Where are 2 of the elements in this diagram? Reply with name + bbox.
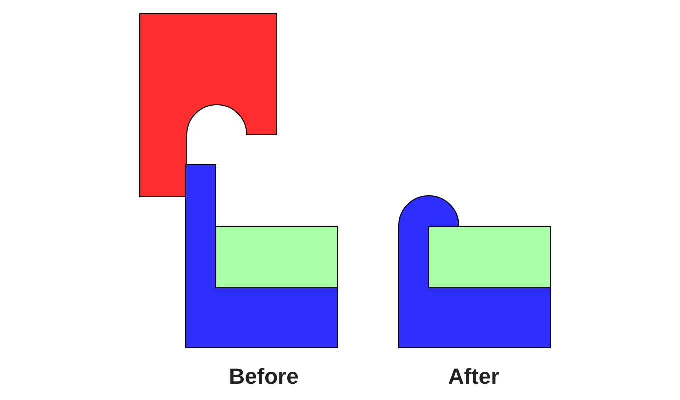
caption-label: Before [229, 364, 299, 390]
caption-label: After [448, 364, 500, 390]
